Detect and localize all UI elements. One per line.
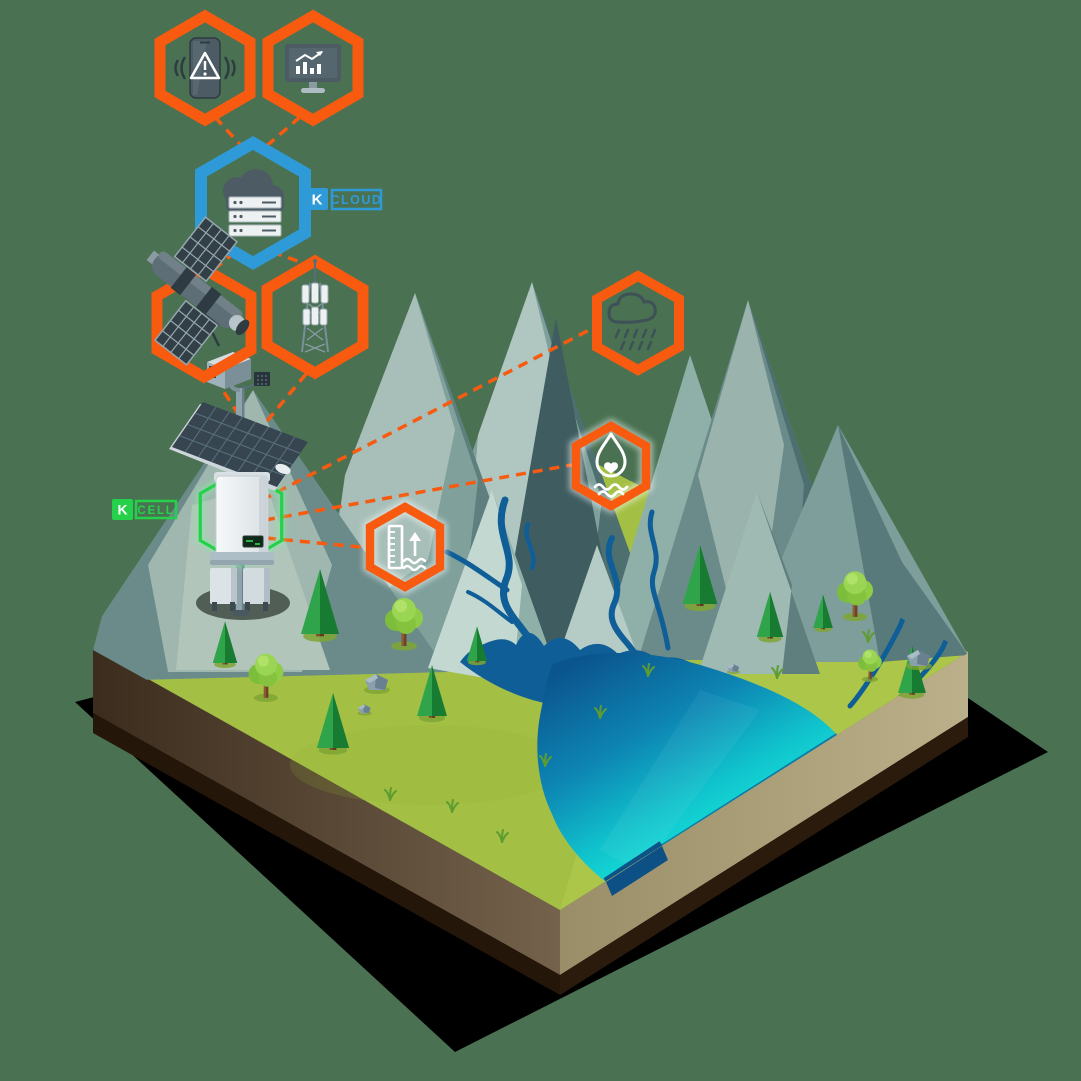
- water-system: [444, 496, 952, 886]
- cell-tower-icon: [301, 259, 329, 353]
- monitoring-station: [169, 352, 308, 620]
- terrain-left-band: [93, 713, 560, 995]
- node-cell-tower: [261, 254, 369, 380]
- cloud-badge-k: K: [312, 192, 323, 209]
- cloud-server-icon: [223, 169, 284, 237]
- lake-streak: [600, 690, 760, 872]
- hex-ring-rain: [592, 270, 684, 376]
- hex-ring-dashboard: [262, 9, 364, 127]
- cell-badge-k-box: [112, 499, 133, 520]
- cell-badge: K CELL: [112, 499, 178, 520]
- connector-dashboard-cloud: [260, 115, 302, 152]
- hex-ring-satellite: [151, 262, 257, 384]
- node-water-level: [363, 498, 447, 596]
- node-water-quality: [569, 417, 653, 515]
- hex-ring-level: [365, 502, 445, 592]
- cloud-badge-k-box: [306, 188, 328, 210]
- satellite-solar-panel: [153, 299, 219, 366]
- hex-ring-quality: [571, 421, 651, 511]
- terrain-right-face: [560, 652, 968, 975]
- node-dashboard: [262, 9, 364, 127]
- node-cloud-server: [195, 136, 311, 270]
- grass-shade-patch: [290, 725, 570, 805]
- cloud-badge: K CLOUD: [306, 188, 383, 211]
- hex-ring-mobile: [154, 9, 256, 127]
- node-precipitation: [592, 270, 684, 376]
- satellite-illustration: [146, 216, 250, 366]
- terrain-left-face: [93, 648, 560, 975]
- satellite-solar-panel: [173, 216, 239, 283]
- solar-panel: [169, 402, 308, 491]
- station-enclosure: [210, 472, 274, 565]
- cell-badge-k: K: [117, 502, 127, 518]
- cell-badge-text-box: [134, 499, 178, 520]
- connector-station-waterquality: [264, 462, 578, 522]
- cloud-badge-text-box: [330, 188, 383, 211]
- connector-tower-station: [256, 372, 308, 434]
- station-base: [210, 568, 270, 616]
- water-level-gauge-icon: [387, 524, 427, 572]
- lake: [537, 652, 837, 882]
- cell-badge-text: CELL: [137, 505, 174, 517]
- satellite-body: [146, 250, 250, 336]
- vibration-marks: [174, 56, 236, 80]
- cloud-badge-text: CLOUD: [331, 193, 383, 207]
- hex-ring-cloud: [195, 136, 311, 270]
- station-sensor-unit: [241, 372, 270, 389]
- lake-edge-face: [606, 846, 668, 896]
- connector-station-rain: [261, 324, 598, 502]
- hex-ring-tower: [261, 254, 369, 380]
- phone-alert-icon: [174, 37, 236, 99]
- rain-cloud-icon: [607, 292, 657, 351]
- monitor-chart-icon: [285, 44, 341, 93]
- node-mobile-alert: [154, 9, 256, 127]
- terrain-right-band: [560, 717, 968, 995]
- water-drop-heart-icon: [593, 432, 629, 498]
